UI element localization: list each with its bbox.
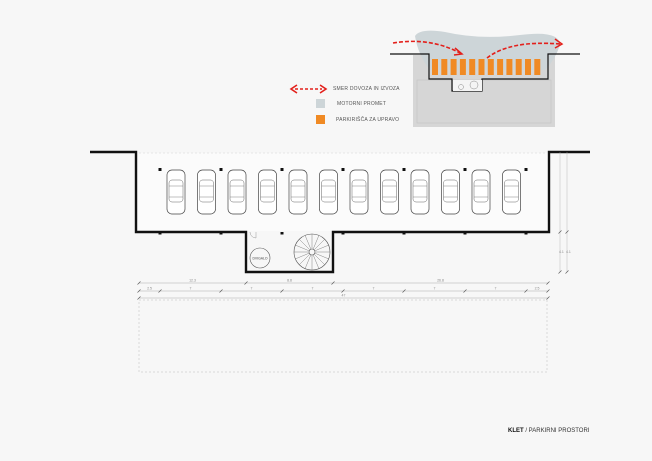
column [341,168,345,171]
inset-parking-spot [525,59,531,75]
inset-parking-spot [478,59,485,75]
column [219,232,223,235]
site-boundary [138,299,548,373]
car [197,169,216,215]
key-plan [390,30,580,127]
inset-parking-spot [441,59,448,75]
column [280,168,284,171]
dimension-label: 7 [312,287,314,291]
sheet-title: KLET / PARKIRNI PROSTORI [508,428,589,434]
outer-wall [90,150,590,274]
inset-parking-spot [534,59,541,75]
side-dimension-label: 4.1 [566,250,571,254]
car [349,169,369,215]
car [502,169,521,215]
legend-traffic-swatch [316,99,325,108]
column [463,232,467,235]
car [288,169,308,215]
column [158,232,162,235]
column [524,232,528,235]
inset-parking-spot [506,59,513,75]
dimension-label: 26.8 [437,279,444,283]
side-dimension-label: 4.1 [559,250,564,254]
inset-parking-spot [487,59,494,75]
car [227,169,247,215]
column [341,232,345,235]
column [158,168,162,171]
car [410,169,430,215]
car [166,169,186,215]
car [441,169,460,215]
door [249,231,257,239]
inset-parking-spot [432,59,438,75]
legend-label-parking: PARKIRIŠČA ZA UPRAVO [336,117,400,123]
legend-label-direction: SMER DOVOZA IN IZVOZA [333,86,400,92]
dimension-label: 7 [434,287,436,291]
dimension-label: 12.3 [189,279,196,283]
dimension-label: 7 [373,287,375,291]
inset-parking-spot [515,59,522,75]
column [219,168,223,171]
column [402,232,406,235]
legend-label-traffic: MOTORNI PROMET [337,101,387,107]
car [258,169,277,215]
legend-parking-swatch [316,115,325,124]
title-rest: / PARKIRNI PROSTORI [523,428,590,434]
legend-arrow-icon [289,84,328,94]
inset-parking-spot [497,59,504,75]
dimension-total-label: 47 [342,294,346,298]
inset-parking-spot [459,59,466,75]
elevator-label: DVIGALO [252,257,267,261]
spiral-staircase [293,233,331,271]
dimension-label: 7 [495,287,497,291]
column [280,232,284,235]
inset-parking-spot [469,59,476,75]
column [463,168,467,171]
dimension-label: 2.5 [535,287,540,291]
car [380,169,399,215]
elevator: DVIGALO [249,247,271,269]
column [524,168,528,171]
dimension-label: 7 [190,287,192,291]
dimension-label: 8.8 [287,279,292,283]
parking-row [166,169,521,215]
title-bold: KLET [508,428,524,434]
dimension-label: 7 [251,287,253,291]
dimension-label: 2.5 [147,287,152,291]
inset-parking-spot [450,59,457,75]
column [402,168,406,171]
car [471,169,491,215]
car [319,169,338,215]
